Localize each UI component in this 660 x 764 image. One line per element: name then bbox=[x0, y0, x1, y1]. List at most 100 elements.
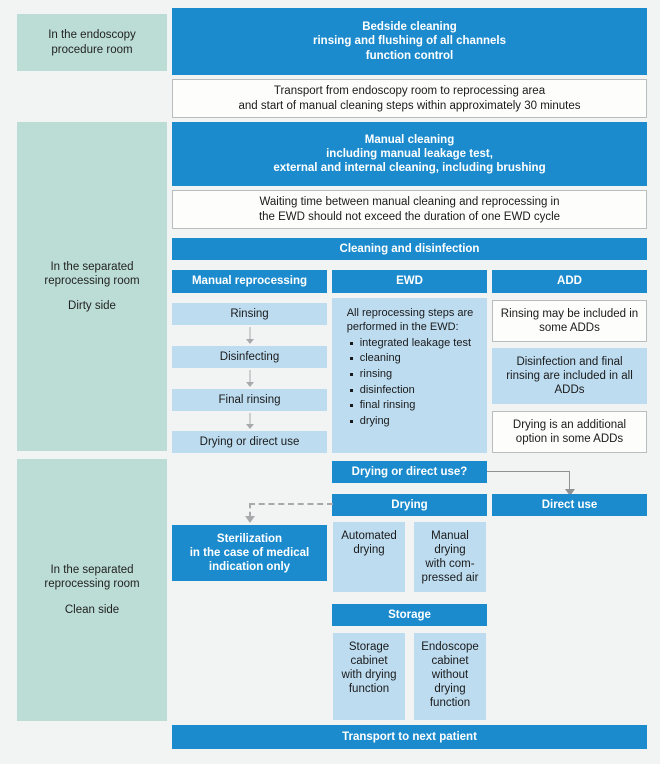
bedside-line2: rinsing and flushing of all channels bbox=[313, 35, 506, 48]
ewd-list-item: cleaning bbox=[349, 351, 474, 367]
connector-arrowhead-direct-use bbox=[565, 489, 575, 496]
manual-step-label: Disinfecting bbox=[219, 350, 280, 363]
ewd-step-list: All reprocessing steps are performed in … bbox=[336, 298, 484, 429]
step-sterilization: Sterilization in the case of medical ind… bbox=[172, 525, 327, 581]
footer-label: Transport to next patient bbox=[342, 730, 477, 743]
storage-option-line4: drying bbox=[434, 683, 466, 696]
transport-note-line2: and start of manual cleaning steps withi… bbox=[238, 99, 581, 112]
arrow-rinsing-to-disinfecting bbox=[172, 325, 327, 346]
manual-cleaning-line3: external and internal cleaning, includin… bbox=[273, 162, 546, 174]
decision-drying-or-direct-use: Drying or direct use? bbox=[332, 461, 487, 483]
storage-option-cabinet-with-drying: Storage cabinet with drying function bbox=[333, 633, 405, 720]
connector-drying-to-sterilization-vertical bbox=[249, 503, 251, 517]
step-drying: Drying bbox=[332, 494, 487, 516]
add-note-rinsing: Rinsing may be included in some ADDs bbox=[492, 300, 647, 342]
manual-step-final-rinsing: Final rinsing bbox=[172, 389, 327, 411]
add-note-line1: Disinfection and final bbox=[516, 355, 623, 368]
room-label-clean-line2: reprocessing room bbox=[44, 578, 140, 591]
connector-decision-to-direct-use-horizontal bbox=[487, 471, 570, 472]
connector-drying-to-sterilization-horizontal bbox=[249, 503, 333, 505]
ewd-lead-line1: All reprocessing steps are bbox=[346, 307, 474, 319]
ewd-list-item: final rinsing bbox=[349, 398, 474, 414]
manual-step-label: Rinsing bbox=[230, 307, 269, 320]
drying-option-manual-compressed-air: Manual drying with com- pressed air bbox=[414, 522, 486, 592]
drying-option-line2: drying bbox=[434, 544, 466, 557]
ewd-list-item: disinfection bbox=[349, 383, 474, 399]
manual-step-label: Drying or direct use bbox=[199, 435, 300, 448]
room-label-clean-line1: In the separated bbox=[50, 564, 134, 577]
manual-step-disinfecting: Disinfecting bbox=[172, 346, 327, 368]
ewd-details-panel: All reprocessing steps are performed in … bbox=[332, 298, 487, 453]
storage-option-line2: cabinet bbox=[350, 655, 388, 668]
note-waiting-time: Waiting time between manual cleaning and… bbox=[172, 190, 647, 229]
drying-option-line4: pressed air bbox=[421, 572, 479, 585]
arrow-final-rinsing-to-drying bbox=[172, 411, 327, 431]
storage-option-line5: function bbox=[429, 697, 471, 710]
step-transport-to-next-patient: Transport to next patient bbox=[172, 725, 647, 749]
column-header-ewd: EWD bbox=[332, 270, 487, 293]
band-cleaning-and-disinfection: Cleaning and disinfection bbox=[172, 238, 647, 260]
room-label-endoscopy: In the endoscopy procedure room bbox=[17, 14, 167, 71]
ewd-lead-line2: performed in the EWD: bbox=[346, 320, 459, 333]
manual-cleaning-line1: Manual cleaning bbox=[364, 133, 455, 146]
storage-option-cabinet-without-drying: Endoscope cabinet without drying functio… bbox=[414, 633, 486, 720]
room-label-clean-line3: Clean side bbox=[64, 603, 120, 616]
add-note-line3: ADDs bbox=[554, 384, 585, 396]
storage-label: Storage bbox=[388, 608, 431, 621]
drying-option-line1: Manual bbox=[431, 530, 469, 542]
room-label-endoscopy-line2: procedure room bbox=[51, 43, 133, 56]
note-transport-to-reprocessing: Transport from endoscopy room to reproce… bbox=[172, 79, 647, 118]
step-direct-use: Direct use bbox=[492, 494, 647, 516]
column-label-ewd: EWD bbox=[396, 275, 423, 288]
connector-arrowhead-sterilization bbox=[245, 516, 255, 523]
decision-label: Drying or direct use? bbox=[351, 465, 468, 478]
sterilization-line1: Sterilization bbox=[216, 532, 283, 545]
column-label-add: ADD bbox=[557, 275, 582, 288]
arrow-disinfecting-to-final-rinsing bbox=[172, 368, 327, 389]
room-label-clean-side: In the separated reprocessing room Clean… bbox=[17, 459, 167, 721]
storage-option-line3: without bbox=[431, 669, 469, 682]
transport-note-line1: Transport from endoscopy room to reproce… bbox=[273, 85, 546, 98]
room-label-dirty-line2: reprocessing room bbox=[44, 274, 140, 287]
storage-option-line1: Endoscope bbox=[421, 641, 479, 653]
drying-option-automated: Automated drying bbox=[333, 522, 405, 592]
column-label-manual: Manual reprocessing bbox=[191, 275, 308, 288]
storage-option-line4: function bbox=[348, 683, 390, 696]
add-note-disinfection: Disinfection and final rinsing are inclu… bbox=[492, 348, 647, 404]
storage-option-line1: Storage bbox=[348, 641, 390, 653]
room-label-dirty-line3: Dirty side bbox=[68, 300, 116, 312]
connector-decision-to-direct-use-vertical bbox=[569, 471, 570, 491]
column-header-manual-reprocessing: Manual reprocessing bbox=[172, 270, 327, 293]
add-note-line2: option in some ADDs bbox=[515, 433, 624, 445]
step-storage: Storage bbox=[332, 604, 487, 626]
add-note-line1: Rinsing may be included in bbox=[500, 307, 639, 320]
step-bedside-cleaning: Bedside cleaning rinsing and flushing of… bbox=[172, 8, 647, 75]
room-label-dirty-side: In the separated reprocessing room Dirty… bbox=[17, 122, 167, 451]
room-label-dirty-line1: In the separated bbox=[50, 260, 134, 273]
sterilization-line2: in the case of medical bbox=[189, 546, 310, 559]
manual-step-label: Final rinsing bbox=[218, 393, 281, 406]
direct-use-label: Direct use bbox=[541, 498, 598, 511]
ewd-list-item: drying bbox=[349, 414, 474, 430]
room-label-endoscopy-line1: In the endoscopy bbox=[48, 29, 136, 42]
manual-step-drying-or-direct-use: Drying or direct use bbox=[172, 431, 327, 453]
manual-step-rinsing: Rinsing bbox=[172, 303, 327, 325]
waiting-note-line1: Waiting time between manual cleaning and… bbox=[259, 196, 560, 209]
column-header-add: ADD bbox=[492, 270, 647, 293]
waiting-note-line2: the EWD should not exceed the duration o… bbox=[258, 210, 561, 223]
cleaning-disinfection-label: Cleaning and disinfection bbox=[339, 242, 480, 255]
add-note-drying: Drying is an additional option in some A… bbox=[492, 411, 647, 453]
drying-option-line1: Automated bbox=[341, 530, 397, 542]
bedside-line1: Bedside cleaning bbox=[362, 21, 457, 34]
add-note-line2: rinsing are included in all bbox=[506, 369, 633, 382]
bedside-line3: function control bbox=[365, 49, 454, 62]
drying-label: Drying bbox=[391, 498, 428, 511]
drying-option-line2: drying bbox=[353, 544, 385, 557]
ewd-list-item: rinsing bbox=[349, 367, 474, 383]
ewd-list-item: integrated leakage test bbox=[349, 336, 474, 352]
sterilization-line3: indication only bbox=[208, 561, 291, 573]
storage-option-line3: with drying bbox=[341, 669, 397, 682]
storage-option-line2: cabinet bbox=[431, 655, 469, 668]
step-manual-cleaning: Manual cleaning including manual leakage… bbox=[172, 122, 647, 186]
drying-option-line3: with com- bbox=[425, 558, 475, 571]
